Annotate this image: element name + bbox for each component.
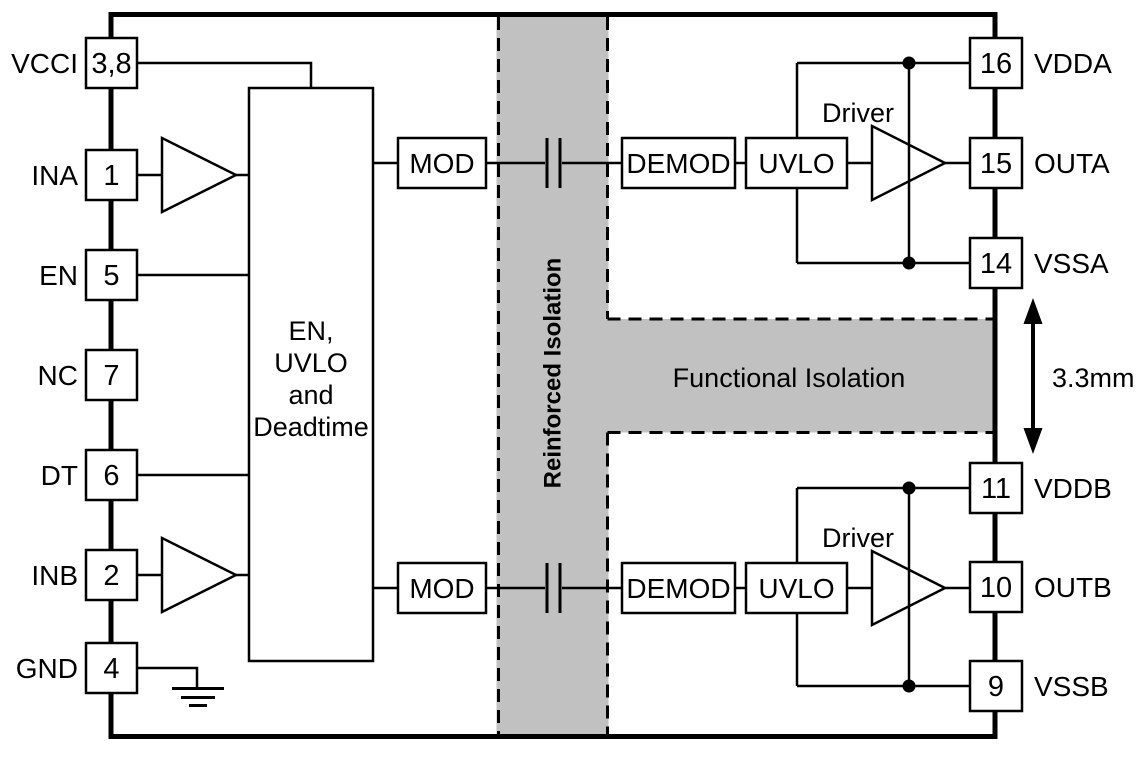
- pin-box-outb: [968, 560, 1024, 614]
- pin-box-inb: [84, 548, 139, 602]
- arrow-head-up: [1023, 298, 1043, 324]
- pin-label-ina: INA: [31, 160, 78, 191]
- junction-dot: [902, 679, 916, 693]
- pin-number-outa: 15: [980, 148, 1012, 180]
- functional-band-fill: [607, 319, 993, 433]
- isolation-distance-label: 3.3mm: [1052, 363, 1135, 393]
- isolation-distance-arrow-icon: [1023, 298, 1043, 454]
- demod-b-label: DEMOD: [626, 573, 730, 604]
- control-block-line-1: EN,: [288, 316, 333, 346]
- control-block-box: [247, 86, 375, 663]
- pin-label-gnd: GND: [16, 653, 78, 684]
- pin-label-dt: DT: [41, 460, 78, 491]
- pin-number-vddb: 11: [981, 473, 1011, 505]
- reinforced-isolation-label: Reinforced Isolation: [540, 258, 567, 489]
- pin-number-inb: 2: [103, 560, 119, 592]
- pin-box-vcci: [84, 36, 139, 90]
- pin-label-en: EN: [39, 260, 78, 291]
- pin-label-nc: NC: [38, 360, 78, 391]
- uvlo-b-block: [744, 561, 849, 615]
- pin-number-vcci: 3,8: [91, 48, 131, 80]
- isolation-capacitor-a-icon: [545, 138, 562, 188]
- channel-b: MOD DEMOD UVLO Driver: [373, 481, 970, 693]
- control-block-line-4: Deadtime: [253, 412, 369, 442]
- demod-a-label: DEMOD: [626, 148, 730, 179]
- control-block: EN, UVLO and Deadtime: [247, 86, 375, 663]
- pin-number-nc: 7: [103, 360, 119, 392]
- pin-number-en: 5: [103, 260, 119, 292]
- input-buffer-b-icon: [160, 535, 239, 615]
- junction-dot: [902, 256, 916, 270]
- junction-dot: [902, 481, 916, 495]
- pin-number-dt: 6: [103, 460, 119, 492]
- pin-number-vssb: 9: [988, 671, 1004, 703]
- control-block-line-3: and: [288, 380, 333, 410]
- mod-a-label: MOD: [409, 148, 474, 179]
- pin-box-outa: [968, 136, 1024, 190]
- uvlo-a-block: [744, 136, 849, 190]
- reinforced-isolation-band: [496, 16, 609, 736]
- pin-box-dt: [84, 448, 139, 502]
- pin-box-gnd: [84, 641, 139, 695]
- pin-box-vssb: [968, 659, 1024, 713]
- uvlo-a-label: UVLO: [758, 148, 834, 179]
- pin-label-vdda: VDDA: [1034, 48, 1112, 79]
- pin-box-vddb: [968, 461, 1024, 515]
- pin-box-ina: [84, 148, 139, 202]
- right-pins: 16 VDDA 15 OUTA 14 VSSA 11 VDDB 10 OUTB …: [968, 36, 1112, 713]
- pin-box-nc: [84, 348, 139, 402]
- pin-label-outb: OUTB: [1034, 572, 1112, 603]
- wire-gnd: [137, 666, 199, 687]
- pin-label-vssb: VSSB: [1034, 671, 1109, 702]
- arrow-head-down: [1023, 428, 1043, 454]
- input-buffer-a-icon: [160, 135, 239, 215]
- pin-number-outb: 10: [980, 572, 1012, 604]
- pin-box-vssa: [968, 236, 1024, 290]
- left-pins: 3,8 VCCI 1 INA 5 EN 7 NC 6 DT 2 INB 4 GN…: [11, 36, 139, 695]
- functional-isolation-band: [607, 319, 993, 433]
- isolation-capacitor-b-icon: [545, 563, 562, 613]
- pin-label-vssa: VSSA: [1034, 248, 1109, 279]
- ground-icon: [137, 666, 224, 707]
- pin-box-en: [84, 248, 139, 302]
- demod-b-block: [620, 561, 737, 615]
- functional-isolation-label: Functional Isolation: [673, 363, 906, 393]
- pin-number-vdda: 16: [980, 48, 1012, 80]
- reinforced-band-fill: [496, 16, 609, 736]
- pin-number-vssa: 14: [980, 248, 1012, 280]
- isolation-band-dashed-edges: [497, 17, 993, 735]
- pin-label-vddb: VDDB: [1034, 473, 1112, 504]
- pin-box-vdda: [968, 36, 1024, 90]
- channel-a: MOD DEMOD UVLO Driver: [373, 56, 970, 270]
- junction-dot: [902, 56, 916, 70]
- pin-label-outa: OUTA: [1034, 148, 1110, 179]
- uvlo-b-label: UVLO: [758, 573, 834, 604]
- wire-vcci-to-control: [137, 61, 313, 88]
- pin-label-vcci: VCCI: [11, 48, 78, 79]
- control-block-line-2: UVLO: [274, 348, 348, 378]
- pin-number-ina: 1: [103, 160, 119, 192]
- pin-number-gnd: 4: [103, 653, 119, 685]
- driver-a-label: Driver: [822, 98, 894, 128]
- mod-b-label: MOD: [409, 573, 474, 604]
- driver-b-label: Driver: [822, 523, 894, 553]
- pin-label-inb: INB: [31, 560, 78, 591]
